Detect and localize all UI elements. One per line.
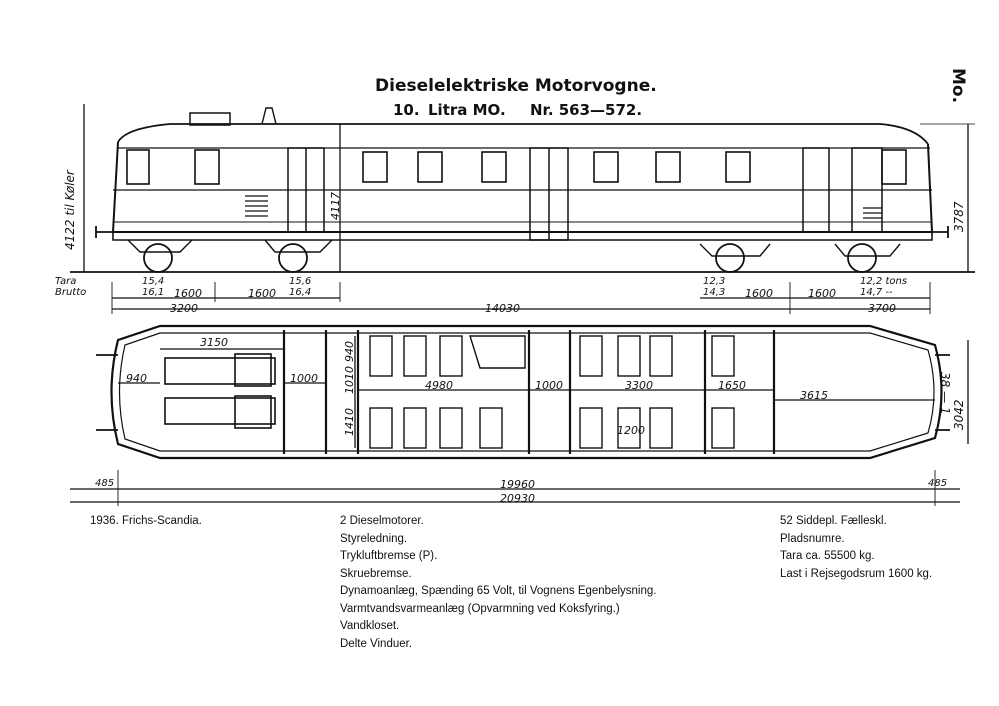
spec-item: Pladsnumre. xyxy=(780,532,845,545)
dim-1650: 1650 xyxy=(718,379,746,392)
dim-20930: 20930 xyxy=(500,492,535,505)
spec-col2: 2 Dieselmotorer. Styreledning. Trykluftb… xyxy=(340,513,656,653)
plan-view xyxy=(70,324,969,506)
side-code: 38 — 1 xyxy=(938,372,952,415)
spec-col3: 52 Siddepl. Fælleskl. Pladsnumre. Tara c… xyxy=(780,513,932,583)
height-radiator-label: 4122 til Køler xyxy=(63,170,77,250)
dim-4980: 4980 xyxy=(425,379,453,392)
dim-3200: 3200 xyxy=(170,302,198,315)
brutto-label: Brutto xyxy=(55,287,87,298)
spec-item: Trykluftbremse (P). xyxy=(340,550,438,562)
dim-1600-a: 1600 xyxy=(174,287,202,300)
diagram-title: Dieselelektriske Motorvogne. xyxy=(375,76,657,96)
spec-item: Dynamoanlæg, Spænding 65 Volt, til Vogne… xyxy=(340,585,657,597)
dim-1600-c: 1600 xyxy=(745,287,773,300)
spec-item: Vandkloset. xyxy=(340,620,400,632)
subtitle-litra: Litra MO. xyxy=(428,101,506,119)
axle-load-4: 12,2 tons 14,7 -- xyxy=(860,276,908,298)
spec-col1: 1936. Frichs-Scandia. xyxy=(90,513,202,531)
dim-1200: 1200 xyxy=(617,424,645,437)
axle-load-1: 15,4 16,1 xyxy=(142,276,165,298)
tara-label: Tara xyxy=(55,276,77,287)
spec-item: Skruebremse. xyxy=(340,567,412,580)
dim-1000-b: 1000 xyxy=(535,379,563,392)
dim-485-right: 485 xyxy=(928,478,948,489)
dim-1410: 1410 xyxy=(343,408,356,436)
height-3787-label: 3787 xyxy=(952,201,966,232)
dim-14030: 14030 xyxy=(485,302,520,315)
dim-1000-a: 1000 xyxy=(290,372,318,385)
dim-3150: 3150 xyxy=(200,336,228,349)
spec-item: Last i Rejsegodsrum 1600 kg. xyxy=(780,567,933,580)
spec-item: Delte Vinduer. xyxy=(340,637,413,650)
dim-940-b: 940 xyxy=(343,341,356,362)
dim-3615: 3615 xyxy=(800,389,828,402)
spec-item: Varmtvandsvarmeanlæg (Opvarmning ved Kok… xyxy=(340,602,620,615)
dim-3700: 3700 xyxy=(868,302,896,315)
dim-1600-b: 1600 xyxy=(248,287,276,300)
subtitle-number: 10. xyxy=(393,101,420,119)
dim-3042: 3042 xyxy=(952,399,966,430)
side-view xyxy=(70,104,975,314)
dim-19960: 19960 xyxy=(500,478,535,491)
dim-940-a: 940 xyxy=(126,372,147,385)
dim-1010: 1010 xyxy=(343,366,356,394)
subtitle-range: Nr. 563—572. xyxy=(530,101,643,119)
spec-item: Tara ca. 55500 kg. xyxy=(780,550,875,562)
spec-item: 2 Dieselmotorer. xyxy=(340,515,424,527)
spec-item: Styreledning. xyxy=(340,532,408,545)
height-4117-label: 4117 xyxy=(329,192,342,220)
dim-3300: 3300 xyxy=(625,379,653,392)
spec-builder: 1936. Frichs-Scandia. xyxy=(90,515,202,527)
axle-load-2: 15,6 16,4 xyxy=(289,276,312,298)
dim-1600-d: 1600 xyxy=(808,287,836,300)
axle-load-3: 12,3 14,3 xyxy=(703,276,726,298)
dim-485-left: 485 xyxy=(95,478,115,489)
spec-item: 52 Siddepl. Fælleskl. xyxy=(780,515,887,527)
